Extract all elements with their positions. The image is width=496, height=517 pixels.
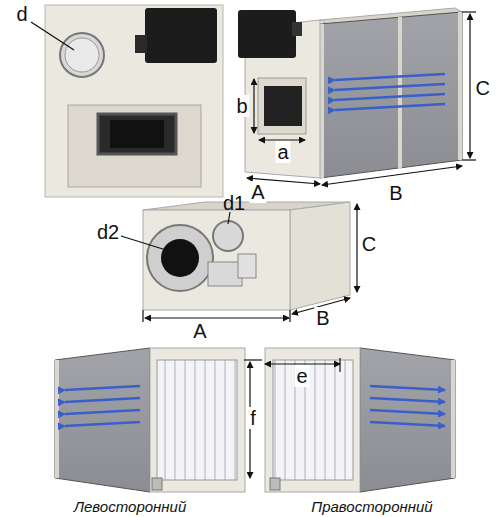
dimension-letter: C — [360, 233, 378, 255]
dimension-letter: d2 — [97, 222, 119, 242]
front-view — [31, 5, 223, 197]
dimension-letter: C — [474, 77, 492, 99]
compact-unit — [121, 202, 357, 322]
dimension-letter: e — [294, 365, 309, 387]
left-hand-unit — [55, 348, 245, 492]
dimension-letter: f — [248, 407, 258, 429]
dimension-letter: a — [275, 141, 290, 163]
dimension-letter: B — [387, 182, 404, 204]
dimension-letter: A — [191, 320, 208, 342]
caption-text: Правосторонний — [311, 499, 432, 514]
dimension-letter: b — [234, 95, 249, 117]
dimension-letter: A — [249, 181, 266, 203]
right-hand-unit — [244, 348, 455, 492]
caption-text: Левосторонний — [74, 499, 187, 514]
dimension-letter: d — [16, 4, 27, 24]
leader-line — [31, 22, 74, 50]
dimension-letter: d1 — [223, 193, 245, 213]
iso-view — [238, 8, 476, 185]
dimension-letter: B — [314, 307, 331, 329]
